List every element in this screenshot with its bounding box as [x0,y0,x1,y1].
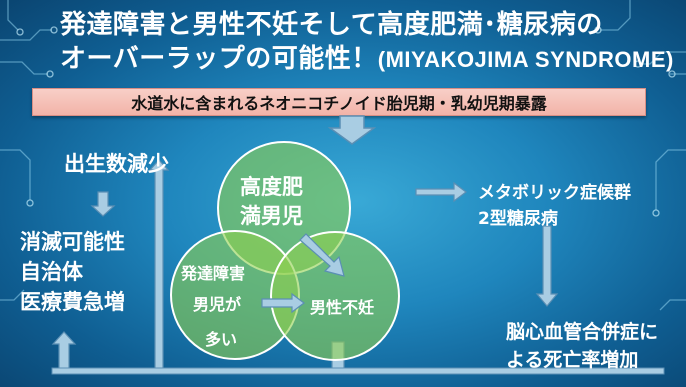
banner-down-arrow [327,115,377,145]
bottom-axis [51,367,665,375]
venn-diagonal-arrow [299,233,345,277]
title-line-2-jp: オーバーラップの可能性！ [60,44,378,74]
venn-left-line-3: 多い [205,330,238,349]
title-line-2: オーバーラップの可能性！(MIYAKOJIMA SYNDROME) [60,38,674,75]
metabolic-line-2: 2型糖尿病 [478,209,558,229]
mortality-line-1: 脳心血管合併症に [506,321,659,343]
mortality-line-2: よる死亡率増加 [506,349,639,371]
title-line-2-en: (MIYAKOJIMA SYNDROME) [377,47,674,72]
bottom-left-up-arrow [51,331,77,373]
left-down-arrow [90,191,116,217]
outcome-line-3: 医療費急増 [20,290,125,314]
metabolic-line-1: メタボリック症候群 [478,183,631,203]
venn-top-line-2: 満男児 [240,204,303,228]
venn-right-label: 男性不妊 [310,298,375,317]
venn-top-line-1: 高度肥 [240,175,303,199]
exposure-banner: 水道水に含まれるネオニコチノイド胎児期・乳幼児期暴露 [32,88,646,116]
venn-left-line-2: 男児が [193,295,242,314]
outcome-line-1: 消滅可能性 [20,230,125,254]
title-line-1: 発達障害と男性不妊そして高度肥満･糖尿病の [60,10,603,40]
birth-decline-label: 出生数減少 [64,152,169,176]
venn-small-arrow [261,292,305,314]
outcome-line-2: 自治体 [20,260,83,284]
venn-left-line-1: 発達障害 [181,264,246,283]
vertical-up-arrow [148,159,170,373]
venn-right-circle [270,231,400,361]
right-arrow [415,181,467,203]
right-down-arrow [535,225,559,307]
